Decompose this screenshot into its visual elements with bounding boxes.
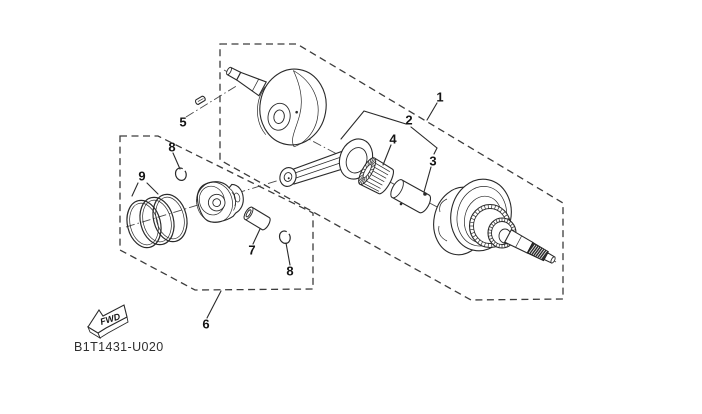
leader-3 [423, 166, 432, 193]
callout-9: 9 [138, 169, 145, 184]
callout-4: 4 [389, 132, 397, 147]
callout-1: 1 [436, 90, 443, 105]
circlip-right [278, 230, 291, 244]
fwd-arrow: FWD [87, 304, 129, 340]
circlip-left [174, 167, 187, 181]
needle-bearing [358, 157, 394, 195]
callout-8a: 8 [168, 140, 175, 155]
leader-1 [426, 102, 438, 121]
bearing-cage-ticks [358, 157, 377, 185]
crank-pin-oil-dot [399, 202, 403, 206]
leader-2 [340, 110, 407, 140]
leader-4 [382, 144, 392, 166]
leader-9b [146, 182, 159, 195]
leader-6 [206, 290, 222, 319]
key-leader-centerline [185, 84, 239, 118]
assembly-outline-piston [119, 135, 314, 291]
callouts: 1 2 3 4 5 6 7 8 8 9 [138, 90, 443, 332]
crankshaft-left-half [226, 66, 327, 148]
callout-8b: 8 [286, 264, 293, 279]
piston-pin [243, 206, 271, 231]
piston [196, 181, 244, 223]
connecting-rod [279, 138, 374, 187]
woodruff-key [195, 95, 206, 105]
crankshaft-right-half [433, 178, 556, 264]
leader-2b [410, 126, 438, 155]
conrod-big-end [338, 138, 374, 180]
leader-9a [131, 182, 139, 197]
callout-3: 3 [429, 154, 436, 169]
conrod-small-end [279, 167, 297, 187]
callout-2: 2 [405, 113, 412, 128]
leader-8b [285, 242, 291, 266]
piston-rings [126, 193, 188, 249]
crank-pin [390, 179, 432, 214]
right-crank-shaft [503, 229, 556, 264]
leader-7 [252, 228, 261, 245]
leader-8a [172, 152, 181, 170]
callout-5: 5 [179, 115, 186, 130]
leader-lines [131, 102, 438, 319]
left-crank-web [257, 68, 327, 148]
callout-6: 6 [202, 317, 209, 332]
callout-7: 7 [248, 243, 255, 258]
part-code: B1T1431-U020 [74, 340, 164, 354]
left-crank-shaft [226, 66, 267, 97]
